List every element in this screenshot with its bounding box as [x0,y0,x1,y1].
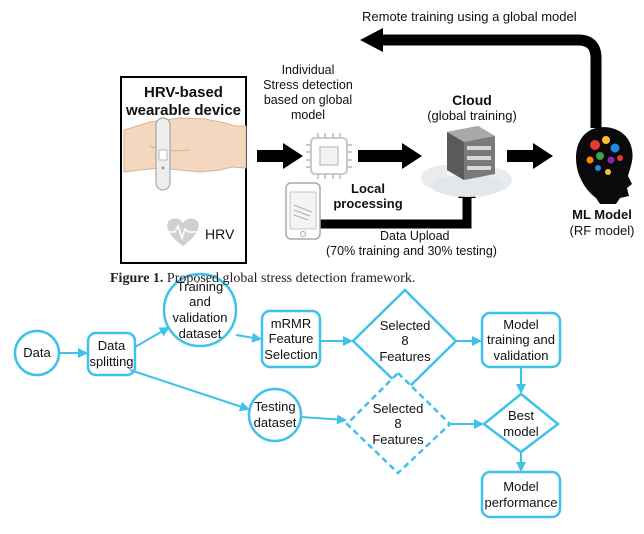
flow-text-mrmr-3: Selection [264,346,318,362]
flow-text-splitting-1: Data [97,338,126,354]
figure-caption-label: Figure 1. [110,271,164,286]
flow-text-best-1: Best [507,408,534,424]
figure-caption-text: Proposed global stress detection framewo… [166,271,416,286]
flow-text-perf-2: performance [484,494,558,510]
remote-training-label: Remote training using a global model [362,9,577,24]
flow-label-best-model: Best model [496,406,546,442]
local-processing-line1: Local [351,181,385,196]
flow-text-modeltrain-3: validation [493,347,549,363]
flow-edge-trainval-mrmr [235,332,262,343]
flow-label-mrmr: mRMR Feature Selection [262,311,320,367]
individual-line4: model [290,108,326,122]
ml-model-label: ML Model [572,207,632,222]
cloud-title: Cloud [452,92,492,108]
flow-text-perf-1: Model [503,478,539,494]
individual-line2: Stress detection [263,78,353,92]
hrv-heart-icon [167,218,199,246]
flow-text-modeltrain-2: training and [487,332,555,348]
flow-text-trainval-1: Training [176,278,224,294]
data-upload-label: Data Upload [380,229,450,243]
flow-text-selected-b-1: Selected [372,400,424,416]
cloud-subtitle: (global training) [427,108,517,123]
flow-text-mrmr-1: mRMR [270,315,312,331]
flow-text-modeltrain-1: Model [503,316,539,332]
individual-line3: based on global [263,93,353,107]
cloud-server-icon [421,126,512,197]
arrow-local-to-cloud [358,143,422,169]
flow-label-testing: Testing dataset [249,389,301,441]
flow-node-model-performance [480,470,562,519]
flow-text-best-2: model [503,424,539,439]
arrow-remote-training [360,28,602,128]
flow-text-trainval-2: and [189,294,211,310]
flow-label-splitting: Data splitting [88,333,135,375]
individual-line1: Individual [281,63,335,77]
flow-text-selected-a-3: Features [379,348,431,364]
figure-caption: Figure 1. Proposed global stress detecti… [110,271,415,287]
hand-illustration [123,117,247,191]
flow-node-data-splitting [86,331,137,377]
arrow-cloud-to-ml [507,143,553,169]
flow-label-selected-a: Selected 8 Features [370,314,440,368]
flow-text-data: Data [23,345,51,361]
flow-node-training-validation [162,272,238,348]
flow-text-mrmr-2: Feature [268,331,314,347]
rf-model-label: (RF model) [569,223,635,238]
flow-text-selected-a-1: Selected [379,317,431,333]
flow-edge-splitting-trainval [134,327,170,348]
arrow-device-to-local [257,143,303,169]
flow-edge-splitting-testing [129,369,250,412]
flow-text-trainval-3: validation [172,310,228,325]
flow-label-trainval: Training and validation dataset [164,274,236,346]
flow-text-selected-b-2: 8 [394,416,402,432]
flow-label-selected-b: Selected 8 Features [363,397,433,451]
flow-node-selected-features-b [345,371,452,475]
flow-text-testing-1: Testing [254,399,296,415]
flow-text-splitting-2: splitting [89,354,134,369]
flow-text-selected-b-3: Features [372,431,424,447]
smartphone-icon [285,182,321,240]
flow-label-performance: Model performance [482,472,560,517]
flow-node-testing-dataset [247,387,303,443]
wearable-title-line1: HRV-based [144,84,223,101]
local-processing-line2: processing [333,196,403,211]
flow-node-mrmr [260,309,322,369]
processor-chip-icon [306,133,352,179]
wearable-title-line2: wearable device [125,102,242,119]
brain-head-icon [576,127,633,204]
flow-text-selected-a-2: 8 [401,333,409,349]
flow-edge-testing-selectedb [300,414,347,425]
split-note-label: (70% training and 30% testing) [326,244,497,258]
hrv-label: HRV [205,226,235,242]
flow-label-data: Data [15,331,59,375]
flow-text-testing-2: dataset [253,415,297,430]
flow-label-model-training: Model training and validation [482,313,560,367]
flow-text-trainval-4: dataset [178,325,222,341]
